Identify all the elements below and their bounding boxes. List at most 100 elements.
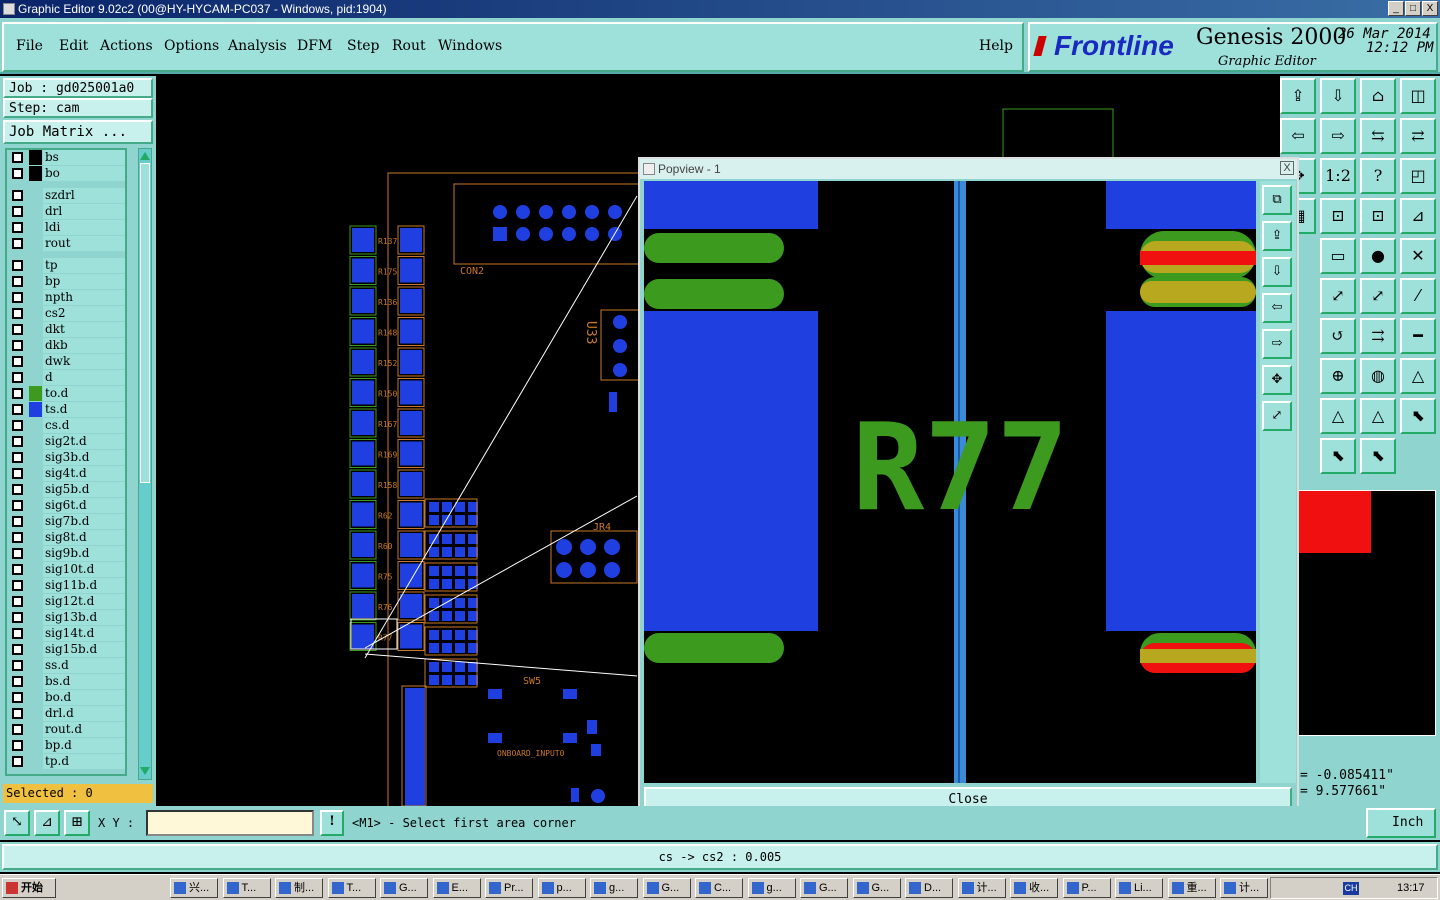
taskbar-item[interactable]: C...	[695, 878, 743, 898]
layer-color-swatch[interactable]	[29, 188, 42, 203]
layer-color-swatch[interactable]	[29, 258, 42, 273]
layer-name[interactable]: sig5b.d	[43, 482, 125, 497]
tool-button-1-icon[interactable]: ⇩	[1320, 78, 1356, 114]
taskbar-item[interactable]: 兴...	[170, 878, 218, 898]
popview-tool-5-icon[interactable]: ✥	[1262, 365, 1292, 395]
layer-row-cs2[interactable]: cs2	[9, 306, 125, 321]
popview-tool-1-icon[interactable]: ⇪	[1262, 221, 1292, 251]
menu-help[interactable]: Help	[979, 38, 1013, 54]
layer-row-sig11b-d[interactable]: sig11b.d	[9, 578, 125, 593]
taskbar-item[interactable]: G...	[800, 878, 848, 898]
layer-checkbox[interactable]	[12, 308, 23, 319]
layer-row-szdrl[interactable]: szdrl	[9, 188, 125, 203]
layer-checkbox[interactable]	[12, 404, 23, 415]
layer-name[interactable]: sig3b.d	[43, 450, 125, 465]
taskbar-item[interactable]: Li...	[1115, 878, 1163, 898]
layer-row-sig9b-d[interactable]: sig9b.d	[9, 546, 125, 561]
scroll-thumb[interactable]	[140, 163, 150, 483]
taskbar-item[interactable]: T...	[327, 878, 376, 898]
tool-button-9-icon[interactable]: 1:2	[1320, 158, 1356, 194]
layer-checkbox[interactable]	[12, 324, 23, 335]
layer-name[interactable]: bp	[43, 274, 125, 289]
layer-row-to-d[interactable]: to.d	[9, 386, 125, 401]
layer-row-sig14t-d[interactable]: sig14t.d	[9, 626, 125, 641]
layer-row-bp-d[interactable]: bp.d	[9, 738, 125, 753]
layer-row-cs-d[interactable]: cs.d	[9, 418, 125, 433]
layer-row-d[interactable]: d	[9, 370, 125, 385]
tool-button-4-icon[interactable]: ⇦	[1280, 118, 1316, 154]
layer-color-swatch[interactable]	[29, 530, 42, 545]
layer-name[interactable]: rout.d	[43, 722, 125, 737]
layer-name[interactable]: ts.d	[43, 402, 125, 417]
layer-checkbox[interactable]	[12, 484, 23, 495]
layer-checkbox[interactable]	[12, 388, 23, 399]
layer-row-sig10t-d[interactable]: sig10t.d	[9, 562, 125, 577]
layer-color-swatch[interactable]	[29, 578, 42, 593]
layer-name[interactable]: sig6t.d	[43, 498, 125, 513]
layer-row-drl-d[interactable]: drl.d	[9, 706, 125, 721]
tool-button-30-icon[interactable]: ⬉	[1400, 398, 1436, 434]
menu-options[interactable]: Options	[164, 38, 220, 54]
taskbar-item[interactable]: T...	[222, 878, 271, 898]
layer-row-sig4t-d[interactable]: sig4t.d	[9, 466, 125, 481]
layer-color-swatch[interactable]	[29, 658, 42, 673]
layer-name[interactable]: cs2	[43, 306, 125, 321]
layer-checkbox[interactable]	[12, 372, 23, 383]
tool-button-15-icon[interactable]: ⊿	[1400, 198, 1436, 234]
tool-button-16-icon[interactable]: ▭	[1320, 238, 1356, 274]
menu-actions[interactable]: Actions	[100, 38, 153, 54]
layer-color-swatch[interactable]	[29, 370, 42, 385]
layer-row-tp-d[interactable]: tp.d	[9, 754, 125, 769]
menu-file[interactable]: File	[16, 38, 43, 54]
start-button[interactable]: 开始	[2, 878, 56, 898]
minimize-button[interactable]: _	[1388, 1, 1404, 16]
layer-name[interactable]: sig15b.d	[43, 642, 125, 657]
layer-checkbox[interactable]	[12, 452, 23, 463]
layer-row-bp[interactable]: bp	[9, 274, 125, 289]
layer-checkbox[interactable]	[12, 580, 23, 591]
layer-color-swatch[interactable]	[29, 338, 42, 353]
popview-tool-3-icon[interactable]: ⇦	[1262, 293, 1292, 323]
xy-input[interactable]	[146, 810, 314, 836]
layer-checkbox[interactable]	[12, 238, 23, 249]
layer-row-sig6t-d[interactable]: sig6t.d	[9, 498, 125, 513]
layer-name[interactable]: bo	[43, 166, 125, 181]
taskbar-item[interactable]: D...	[905, 878, 953, 898]
layer-row-sig5b-d[interactable]: sig5b.d	[9, 482, 125, 497]
layer-checkbox[interactable]	[12, 532, 23, 543]
layer-color-swatch[interactable]	[29, 546, 42, 561]
layer-checkbox[interactable]	[12, 516, 23, 527]
layer-checkbox[interactable]	[12, 708, 23, 719]
taskbar-item[interactable]: 重...	[1167, 878, 1216, 898]
layer-name[interactable]: tp.d	[43, 754, 125, 769]
layer-checkbox[interactable]	[12, 676, 23, 687]
layer-checkbox[interactable]	[12, 644, 23, 655]
layer-checkbox[interactable]	[12, 292, 23, 303]
menu-windows[interactable]: Windows	[438, 38, 503, 54]
tool-button-17-icon[interactable]: ●	[1360, 238, 1396, 274]
tool-button-11-icon[interactable]: ◰	[1400, 158, 1436, 194]
layer-name[interactable]: sig14t.d	[43, 626, 125, 641]
taskbar-item[interactable]: G...	[380, 878, 428, 898]
mini-map[interactable]	[1298, 490, 1436, 736]
job-matrix-button[interactable]: Job Matrix ...	[3, 120, 153, 144]
tool-button-21-icon[interactable]: ⁄	[1400, 278, 1436, 314]
layer-row-sig8t-d[interactable]: sig8t.d	[9, 530, 125, 545]
layer-checkbox[interactable]	[12, 190, 23, 201]
taskbar-item[interactable]: Pr...	[485, 878, 533, 898]
layer-name[interactable]: sig7b.d	[43, 514, 125, 529]
layer-row-ss-d[interactable]: ss.d	[9, 658, 125, 673]
layer-checkbox[interactable]	[12, 564, 23, 575]
taskbar-item[interactable]: p...	[537, 878, 586, 898]
layer-color-swatch[interactable]	[29, 322, 42, 337]
menu-rout[interactable]: Rout	[392, 38, 426, 54]
layer-name[interactable]: sig9b.d	[43, 546, 125, 561]
taskbar-item[interactable]: 收...	[1010, 878, 1058, 898]
layer-name[interactable]: drl.d	[43, 706, 125, 721]
layer-name[interactable]: d	[43, 370, 125, 385]
layer-checkbox[interactable]	[12, 548, 23, 559]
tool-button-13-icon[interactable]: ⊡	[1320, 198, 1356, 234]
layer-row-sig13b-d[interactable]: sig13b.d	[9, 610, 125, 625]
layer-row-bo-d[interactable]: bo.d	[9, 690, 125, 705]
layer-color-swatch[interactable]	[29, 594, 42, 609]
